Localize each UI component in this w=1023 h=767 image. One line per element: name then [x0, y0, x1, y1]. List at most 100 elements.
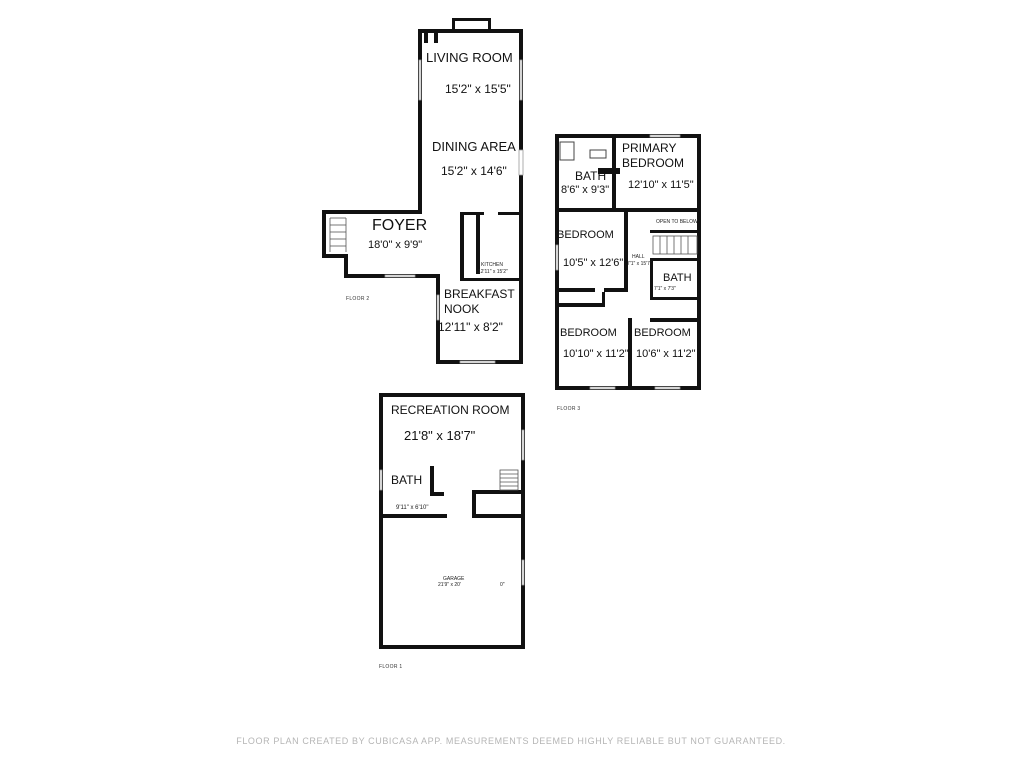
window: [589, 386, 616, 390]
kitchen-label: KITCHEN: [481, 262, 503, 268]
wall: [379, 645, 525, 649]
hall-label: HALL: [632, 254, 645, 260]
wall: [521, 393, 525, 649]
bath-fixtures: [559, 141, 607, 161]
wall: [430, 466, 434, 496]
primary-bedroom-label-line1: PRIMARY: [622, 141, 676, 155]
wall: [472, 514, 525, 518]
wall: [697, 134, 701, 390]
wall: [379, 514, 447, 518]
wall: [602, 292, 605, 307]
garage-label: GARAGE: [443, 576, 465, 582]
open-to-below-label: OPEN TO BELOW: [656, 219, 698, 225]
bedroom-a-dims: 10'5" x 12'6": [563, 257, 623, 269]
wall: [460, 278, 523, 281]
wall: [379, 393, 525, 397]
primary-bedroom-label-line2: BEDROOM: [622, 156, 684, 170]
bedroom-a-label: BEDROOM: [557, 229, 614, 241]
window: [436, 294, 440, 321]
recreation-room-label: RECREATION ROOM: [391, 403, 509, 417]
breakfast-nook-label-line1: BREAKFAST: [444, 287, 515, 301]
kitchen-dims: 12'11" x 15'2": [478, 269, 508, 275]
window: [521, 429, 525, 461]
breakfast-nook-dims: 12'11" x 8'2": [438, 320, 503, 334]
window: [459, 360, 496, 364]
window: [518, 149, 524, 176]
window: [384, 274, 416, 278]
primary-bath-label: BATH: [575, 169, 606, 183]
wall: [452, 19, 455, 31]
garage-extra: 0": [500, 582, 505, 588]
open-to-below-stairs: [652, 235, 698, 255]
wall: [650, 258, 701, 261]
wall: [452, 18, 491, 21]
footer-disclaimer: FLOOR PLAN CREATED BY CUBICASA APP. MEAS…: [236, 736, 786, 746]
bath-dims: 9'11" x 6'10": [396, 505, 428, 511]
wall: [424, 33, 428, 43]
wall: [555, 208, 625, 212]
recreation-room-dims: 21'8" x 18'7": [404, 428, 476, 443]
wall: [604, 288, 628, 292]
hall-bath-dims: 7'1" x 7'3": [654, 286, 676, 292]
wall: [418, 29, 523, 33]
living-room-dims: 15'2" x 15'5": [445, 82, 511, 96]
wall: [624, 212, 628, 290]
floor-1-label: FLOOR 1: [379, 664, 403, 670]
wall: [430, 492, 444, 496]
primary-bath-dims: 8'6" x 9'3": [561, 184, 609, 196]
wall: [472, 490, 476, 518]
wall: [344, 254, 348, 278]
bath-label: BATH: [391, 473, 422, 487]
wall: [418, 29, 422, 212]
floor-1: RECREATION ROOM 21'8" x 18'7" BATH 9'11"…: [379, 393, 525, 670]
wall: [460, 212, 464, 280]
window: [521, 559, 525, 586]
bedroom-b-dims: 10'10" x 11'2": [563, 348, 629, 360]
floor-2: LIVING ROOM 15'2" x 15'5" DINING AREA 15…: [322, 18, 524, 364]
wall: [650, 230, 701, 233]
wall: [322, 210, 326, 258]
wall: [598, 168, 620, 174]
primary-bedroom-dims: 12'10" x 11'5": [628, 179, 694, 191]
hall-dims: 7'1" x 15'7": [627, 261, 652, 267]
floor-3: PRIMARY BEDROOM 12'10" x 11'5" BATH 8'6"…: [555, 134, 701, 412]
floor-2-label: FLOOR 2: [346, 296, 370, 302]
basement-stairs: [499, 469, 519, 491]
wall: [488, 19, 491, 31]
wall: [555, 288, 595, 292]
window: [379, 469, 383, 491]
floor-3-label: FLOOR 3: [557, 406, 581, 412]
window: [519, 59, 523, 101]
wall: [555, 303, 605, 307]
garage-dims: 21'9" x 20': [438, 582, 461, 588]
breakfast-nook-label-line2: NOOK: [444, 302, 479, 316]
hall-bath-label: BATH: [663, 272, 692, 284]
wall: [498, 212, 523, 215]
wall: [519, 29, 523, 362]
wall: [460, 212, 484, 215]
wall: [650, 258, 653, 300]
bedroom-b-label: BEDROOM: [560, 327, 617, 339]
window: [555, 244, 559, 271]
window: [654, 386, 681, 390]
wall: [650, 318, 701, 322]
foyer-label: FOYER: [372, 217, 427, 234]
wall: [322, 210, 422, 214]
bedroom-c-label: BEDROOM: [634, 327, 691, 339]
wall: [650, 297, 701, 300]
wall: [322, 254, 348, 258]
bedroom-c-dims: 10'6" x 11'2": [636, 348, 696, 360]
wall: [379, 393, 383, 649]
wall: [476, 212, 480, 274]
foyer-steps: [329, 217, 347, 252]
wall: [555, 134, 701, 138]
living-room-label: LIVING ROOM: [426, 50, 513, 65]
wall: [612, 208, 701, 212]
foyer-dims: 18'0" x 9'9": [368, 239, 422, 251]
window: [418, 59, 422, 101]
wall: [434, 33, 438, 43]
dining-area-dims: 15'2" x 14'6": [441, 164, 507, 178]
wall: [628, 318, 632, 390]
wall: [472, 490, 525, 494]
